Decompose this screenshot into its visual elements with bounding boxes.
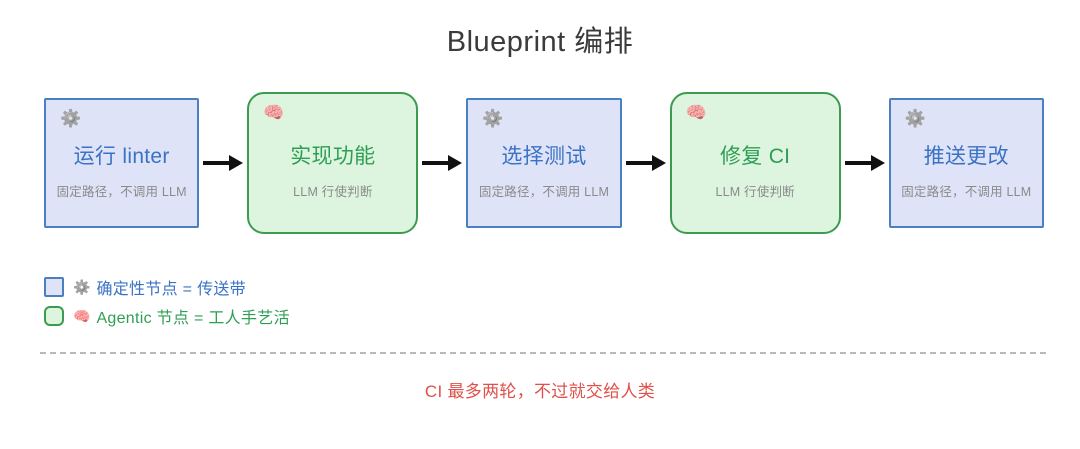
brain-icon: 🧠 xyxy=(73,307,91,324)
flow-node-title: 推送更改 xyxy=(923,145,1009,168)
flow-node-title: 选择测试 xyxy=(501,145,587,168)
gear-icon: ⚙️ xyxy=(60,109,82,128)
brain-icon: 🧠 xyxy=(263,103,285,122)
flow-node-title: 运行 linter xyxy=(73,145,170,168)
flow-diagram: ⚙️ 运行 linter 固定路径，不调用 LLM 🧠 实现功能 LLM 行使判… xyxy=(44,88,1045,238)
footnote-text: CI 最多两轮，不过就交给人类 xyxy=(424,382,656,401)
flow-node-run-linter[interactable]: ⚙️ 运行 linter 固定路径，不调用 LLM xyxy=(44,98,200,228)
legend-item-agentic: 🧠 Agentic 节点 = 工人手艺活 xyxy=(44,303,290,328)
gear-icon: ⚙️ xyxy=(904,109,926,128)
arrow-right-icon xyxy=(199,148,247,178)
flow-node-select-tests[interactable]: ⚙️ 选择测试 固定路径，不调用 LLM xyxy=(466,98,622,228)
flow-node-subtitle: 固定路径，不调用 LLM xyxy=(56,185,187,199)
arrow-right-icon xyxy=(622,148,670,178)
flow-node-title: 实现功能 xyxy=(290,145,376,168)
legend-label: Agentic 节点 = 工人手艺活 xyxy=(96,309,290,327)
flow-node-title: 修复 CI xyxy=(719,145,791,168)
arrow-right-icon xyxy=(841,148,889,178)
legend: ⚙️ 确定性节点 = 传送带 🧠 Agentic 节点 = 工人手艺活 xyxy=(44,274,290,332)
flow-node-subtitle: 固定路径，不调用 LLM xyxy=(478,185,610,199)
arrow-right-icon xyxy=(418,148,466,178)
flow-node-push-changes[interactable]: ⚙️ 推送更改 固定路径，不调用 LLM xyxy=(888,98,1045,228)
flow-node-subtitle: LLM 行使判断 xyxy=(715,185,795,199)
gear-icon: ⚙️ xyxy=(73,278,91,295)
gear-icon: ⚙️ xyxy=(482,109,504,128)
flow-node-subtitle: LLM 行使判断 xyxy=(293,185,373,199)
page-title: Blueprint 编排 xyxy=(446,26,634,58)
brain-icon: 🧠 xyxy=(685,103,707,122)
flow-node-fix-ci[interactable]: 🧠 修复 CI LLM 行使判断 xyxy=(669,92,841,234)
dashed-divider xyxy=(40,352,1046,354)
legend-swatch-deterministic xyxy=(44,276,64,297)
legend-swatch-agentic xyxy=(44,305,64,326)
flow-node-subtitle: 固定路径，不调用 LLM xyxy=(901,185,1032,199)
flow-node-implement-feature[interactable]: 🧠 实现功能 LLM 行使判断 xyxy=(247,92,419,234)
legend-label: 确定性节点 = 传送带 xyxy=(96,280,246,298)
legend-item-deterministic: ⚙️ 确定性节点 = 传送带 xyxy=(44,274,290,299)
